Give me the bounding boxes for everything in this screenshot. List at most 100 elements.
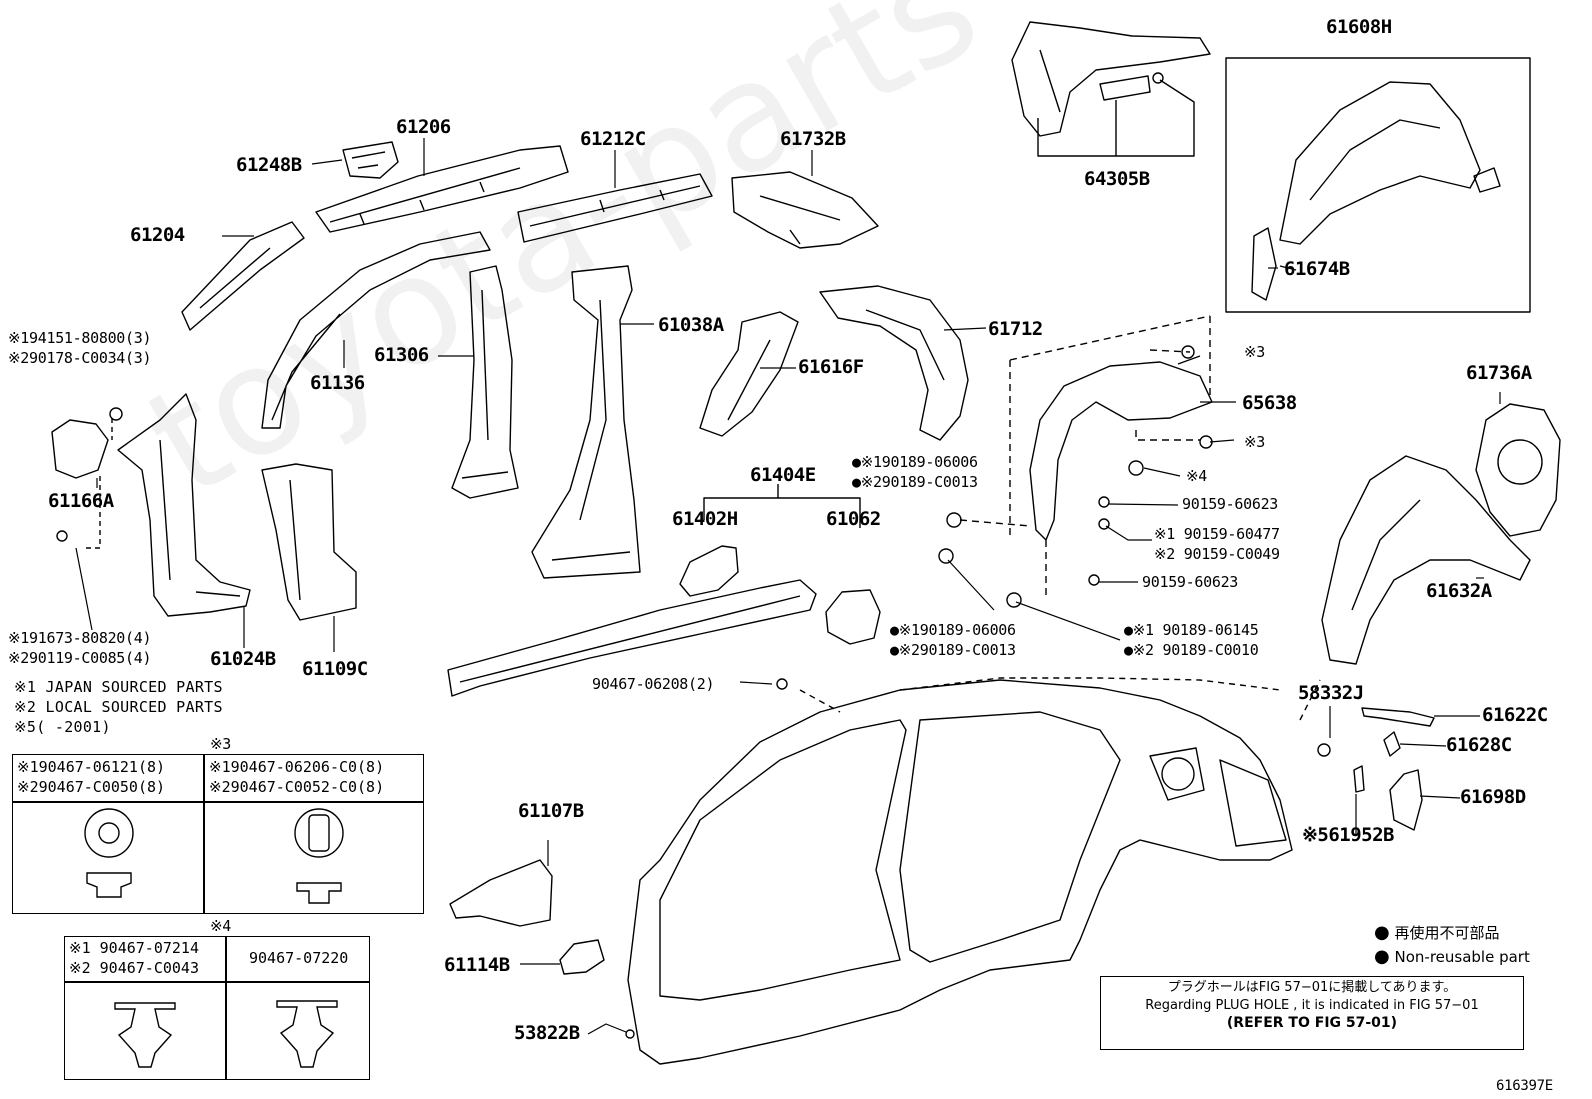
- clip-table-4: ※1 90467-07214 ※2 90467-C0043 90467-0722…: [64, 936, 370, 1080]
- label-61248B[interactable]: 61248B: [236, 154, 302, 176]
- non-reusable-dot: ●: [890, 641, 899, 659]
- part-61107B-shape: [449, 859, 553, 927]
- label-61204[interactable]: 61204: [130, 224, 185, 246]
- label-61732B[interactable]: 61732B: [780, 128, 846, 150]
- label-58332J[interactable]: 58332J: [1298, 682, 1364, 704]
- label-61166A[interactable]: 61166A: [48, 490, 114, 512]
- label-90159-C0049[interactable]: ※2 90159-C0049: [1154, 545, 1280, 563]
- clip-3-right-2[interactable]: ※290467-C0052-C0(8): [209, 778, 385, 796]
- part-64305B-leader: [1037, 79, 1195, 157]
- part-61402H-shape: [679, 545, 739, 597]
- label-90119-C0085[interactable]: ※290119-C0085(4): [8, 649, 152, 667]
- part-61674B-shape: [1251, 227, 1297, 301]
- label-53822B[interactable]: 53822B: [514, 1022, 580, 1044]
- clip-4-right[interactable]: 90467-07220: [249, 949, 349, 967]
- part-61024B-shape: [117, 393, 251, 617]
- part-61608H-shape: [1279, 81, 1481, 245]
- plug-hole-en: Regarding PLUG HOLE , it is indicated in…: [1145, 997, 1479, 1013]
- non-reusable-dot: ●: [1374, 946, 1390, 967]
- marker-3-b: ※3: [1244, 433, 1265, 451]
- label-61712[interactable]: 61712: [988, 318, 1043, 340]
- part-61712-shape: [819, 285, 969, 441]
- part-64305B-shape: [1011, 21, 1211, 137]
- part-61062-shape: [825, 589, 881, 645]
- part-61608H-clip: [1473, 167, 1501, 193]
- label-61038A[interactable]: 61038A: [658, 314, 724, 336]
- label-61136[interactable]: 61136: [310, 372, 365, 394]
- note-date-range: ※5( -2001): [14, 718, 111, 736]
- body-side-dashes: [799, 677, 1321, 721]
- label-94151-80800[interactable]: ※194151-80800(3): [8, 329, 152, 347]
- label-61608H[interactable]: 61608H: [1326, 16, 1392, 38]
- label-61952B[interactable]: ※561952B: [1302, 824, 1395, 846]
- clip-3-left-2[interactable]: ※290467-C0050(8): [17, 778, 166, 796]
- label-90467-06208[interactable]: 90467-06208(2): [592, 675, 715, 693]
- part-61206-shape: [315, 145, 569, 233]
- label-90189-06006-b[interactable]: ●※190189-06006: [890, 621, 1016, 639]
- part-61732B-shape: [731, 171, 879, 249]
- part-61404E-bracket: [703, 484, 861, 528]
- non-reusable-dot: ●: [1374, 922, 1390, 943]
- label-90159-60623-a[interactable]: 90159-60623: [1182, 495, 1279, 513]
- label-61674B[interactable]: 61674B: [1284, 258, 1350, 280]
- legend-non-reusable-en: ● Non-reusable part: [1374, 946, 1530, 967]
- part-61622C-shape: [1361, 707, 1435, 727]
- plug-hole-note: プラグホールはFIG 57−01に掲載してあります。 Regarding PLU…: [1100, 976, 1524, 1050]
- plug-hole-ref[interactable]: (REFER TO FIG 57-01): [1226, 1015, 1398, 1032]
- label-90189-C0013-a[interactable]: ●※290189-C0013: [852, 473, 978, 491]
- part-61204-shape: [181, 221, 305, 331]
- marker-3-a: ※3: [1244, 343, 1265, 361]
- label-61114B[interactable]: 61114B: [444, 954, 510, 976]
- label-61402H[interactable]: 61402H: [672, 508, 738, 530]
- label-61206[interactable]: 61206: [396, 116, 451, 138]
- label-61622C[interactable]: 61622C: [1482, 704, 1548, 726]
- part-61404E-shape: [447, 579, 817, 697]
- clip-table-4-header: ※4: [210, 917, 231, 935]
- label-61062[interactable]: 61062: [826, 508, 881, 530]
- label-61024B[interactable]: 61024B: [210, 648, 276, 670]
- non-reusable-dot: ●: [1124, 641, 1133, 659]
- label-91673-80820[interactable]: ※191673-80820(4): [8, 629, 152, 647]
- part-61632A-shape: [1321, 455, 1531, 665]
- clip-table-3-header: ※3: [210, 735, 231, 753]
- clip-4-left-2[interactable]: ※2 90467-C0043: [69, 959, 199, 977]
- non-reusable-dot: ●: [1124, 621, 1133, 639]
- clip-3-left-1[interactable]: ※190467-06121(8): [17, 758, 166, 776]
- part-61136-shape: [261, 231, 491, 429]
- label-61109C[interactable]: 61109C: [302, 658, 368, 680]
- part-61114B-shape: [559, 939, 605, 975]
- part-65638-dashes: [959, 315, 1211, 600]
- label-90178-C0034[interactable]: ※290178-C0034(3): [8, 349, 152, 367]
- part-61166A-dashes: [84, 418, 113, 549]
- plug-hole-jp: プラグホールはFIG 57−01に掲載してあります。: [1167, 980, 1457, 995]
- label-90189-C0010[interactable]: ●※2 90189-C0010: [1124, 641, 1259, 659]
- label-61212C[interactable]: 61212C: [580, 128, 646, 150]
- label-61404E[interactable]: 61404E: [750, 464, 816, 486]
- part-61166A-shape: [51, 419, 109, 479]
- body-side-panel: [627, 679, 1293, 1065]
- leader-lines: [75, 138, 1501, 1035]
- label-61736A[interactable]: 61736A: [1466, 362, 1532, 384]
- part-61212C-shape: [517, 173, 713, 243]
- clip-3-right-1[interactable]: ※190467-06206-C0(8): [209, 758, 385, 776]
- label-61628C[interactable]: 61628C: [1446, 734, 1512, 756]
- label-90159-60477[interactable]: ※1 90159-60477: [1154, 525, 1280, 543]
- label-61107B[interactable]: 61107B: [518, 800, 584, 822]
- label-61632A[interactable]: 61632A: [1426, 580, 1492, 602]
- label-90159-60623-b[interactable]: 90159-60623: [1142, 573, 1239, 591]
- clip-4-left-1[interactable]: ※1 90467-07214: [69, 939, 199, 957]
- label-65638[interactable]: 65638: [1242, 392, 1297, 414]
- label-61306[interactable]: 61306: [374, 344, 429, 366]
- clip-table-3: ※190467-06121(8) ※290467-C0050(8) ※19046…: [12, 754, 424, 914]
- label-90189-06145[interactable]: ●※1 90189-06145: [1124, 621, 1259, 639]
- label-90189-06006-a[interactable]: ●※190189-06006: [852, 453, 978, 471]
- label-64305B[interactable]: 64305B: [1084, 168, 1150, 190]
- fasteners: [56, 345, 1331, 1039]
- label-61616F[interactable]: 61616F: [798, 356, 864, 378]
- label-61698D[interactable]: 61698D: [1460, 786, 1526, 808]
- part-61736A-shape: [1475, 403, 1561, 537]
- clip-4-drawings: [114, 1000, 338, 1068]
- note-local-sourced: ※2 LOCAL SOURCED PARTS: [14, 698, 223, 716]
- label-90189-C0013-b[interactable]: ●※290189-C0013: [890, 641, 1016, 659]
